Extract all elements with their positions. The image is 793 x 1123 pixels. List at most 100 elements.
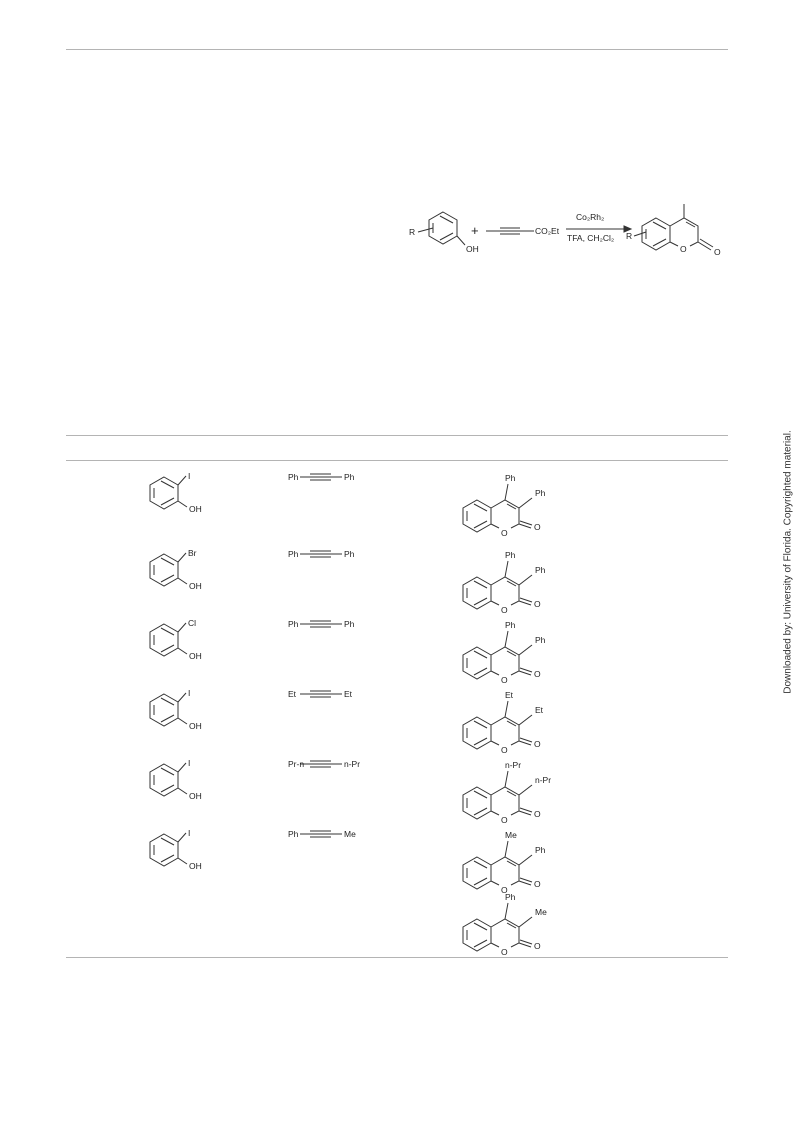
product-inner-bond bbox=[652, 221, 667, 230]
halogen-label: I bbox=[188, 688, 190, 698]
coumarin-structure bbox=[462, 560, 533, 610]
carbonyl-oxygen: O bbox=[534, 522, 541, 532]
r-bond bbox=[417, 227, 434, 233]
arrow-head-icon bbox=[623, 225, 633, 233]
halophenol-structure bbox=[149, 762, 188, 797]
ring-oxygen: O bbox=[501, 528, 508, 538]
alkyne-left-label: Ph bbox=[288, 549, 299, 559]
carbonyl-oxygen: O bbox=[534, 809, 541, 819]
product-r-bond bbox=[633, 231, 647, 237]
reagent-top: Co₂Rh₂ bbox=[576, 212, 604, 222]
alkyne-right-label: Ph bbox=[344, 619, 355, 629]
halophenol-structure bbox=[149, 692, 188, 727]
alkyne-structure bbox=[299, 620, 343, 628]
alkyne-right-label: Ph bbox=[344, 549, 355, 559]
halogen-label: Br bbox=[188, 548, 197, 558]
alkyne-left-label: Pr-n bbox=[288, 759, 304, 769]
ring-oxygen: O bbox=[501, 675, 508, 685]
position-3-substituent: Me bbox=[535, 907, 547, 917]
product-r-label: R bbox=[626, 231, 632, 241]
reaction-scheme: R OH + CO₂Et Co₂Rh₂ TFA, CH₂Cl₂ O O R bbox=[409, 204, 721, 257]
oh-label: OH bbox=[466, 244, 479, 254]
hydroxyl-label: OH bbox=[189, 791, 202, 801]
alkyne-structure bbox=[299, 830, 343, 838]
ring-oxygen: O bbox=[501, 745, 508, 755]
ring-oxygen: O bbox=[680, 244, 687, 254]
coumarin-structure bbox=[462, 902, 533, 952]
product-pyrone-bond bbox=[669, 241, 679, 247]
reagent-bottom: TFA, CH₂Cl₂ bbox=[567, 233, 614, 243]
coumarin-structure bbox=[462, 483, 533, 533]
ester-label: CO₂Et bbox=[535, 226, 560, 236]
product-inner-bond bbox=[652, 238, 667, 247]
halophenol-structure bbox=[149, 832, 188, 867]
halophenol-structure bbox=[149, 552, 188, 587]
position-4-substituent: Ph bbox=[505, 473, 516, 483]
hydroxyl-label: OH bbox=[189, 581, 202, 591]
top-rule bbox=[66, 49, 728, 50]
carbonyl-bond bbox=[697, 241, 712, 251]
ring-oxygen: O bbox=[501, 605, 508, 615]
position-4-substituent: Ph bbox=[505, 620, 516, 630]
plus-sign: + bbox=[471, 223, 479, 238]
alkyne-right-label: Me bbox=[344, 829, 356, 839]
alkyne-right-label: n-Pr bbox=[344, 759, 360, 769]
position-4-substituent: Ph bbox=[505, 550, 516, 560]
position-4-substituent: Ph bbox=[505, 892, 516, 902]
alkyne-structure bbox=[299, 550, 343, 558]
alkyne-structure bbox=[299, 473, 343, 481]
phenol-ring bbox=[428, 211, 458, 245]
position-3-substituent: Ph bbox=[535, 635, 546, 645]
alkyne-right-label: Et bbox=[344, 689, 353, 699]
alkyne-structure bbox=[299, 690, 343, 698]
ring-oxygen: O bbox=[501, 815, 508, 825]
carbonyl-oxygen: O bbox=[534, 941, 541, 951]
position-3-substituent: Ph bbox=[535, 845, 546, 855]
coumarin-structure bbox=[462, 770, 533, 820]
ring-oxygen: O bbox=[501, 885, 508, 895]
carbonyl-oxygen: O bbox=[534, 669, 541, 679]
position-3-substituent: n-Pr bbox=[535, 775, 551, 785]
hydroxyl-label: OH bbox=[189, 861, 202, 871]
table-top-rule bbox=[66, 435, 728, 436]
halophenol-structure bbox=[149, 622, 188, 657]
carbonyl-oxygen: O bbox=[534, 599, 541, 609]
halogen-label: I bbox=[188, 471, 190, 481]
product-pyrone-ring bbox=[669, 217, 699, 247]
alkyne-left-label: Ph bbox=[288, 619, 299, 629]
position-3-substituent: Ph bbox=[535, 488, 546, 498]
download-watermark: Downloaded by: University of Florida. Co… bbox=[782, 430, 793, 694]
carbonyl-oxygen: O bbox=[534, 879, 541, 889]
carbonyl-oxygen: O bbox=[714, 247, 721, 257]
hydroxyl-label: OH bbox=[189, 651, 202, 661]
phenol-inner-bond bbox=[439, 215, 454, 224]
alkyne-structure bbox=[299, 760, 343, 768]
position-4-substituent: Et bbox=[505, 690, 514, 700]
coumarin-structure bbox=[462, 630, 533, 680]
table-bottom-rule bbox=[66, 957, 728, 958]
phenol-inner-bond bbox=[439, 232, 454, 241]
position-3-substituent: Et bbox=[535, 705, 544, 715]
alkyne-left-label: Et bbox=[288, 689, 297, 699]
carbonyl-oxygen: O bbox=[534, 739, 541, 749]
coumarin-structure bbox=[462, 840, 533, 890]
alkyne-right-label: Ph bbox=[344, 472, 355, 482]
r-label: R bbox=[409, 227, 415, 237]
halophenol-structure bbox=[149, 475, 188, 510]
product-double-bond bbox=[685, 221, 696, 228]
coumarin-structure bbox=[462, 700, 533, 750]
alkyne-left-label: Ph bbox=[288, 472, 299, 482]
oh-bond bbox=[456, 235, 466, 246]
